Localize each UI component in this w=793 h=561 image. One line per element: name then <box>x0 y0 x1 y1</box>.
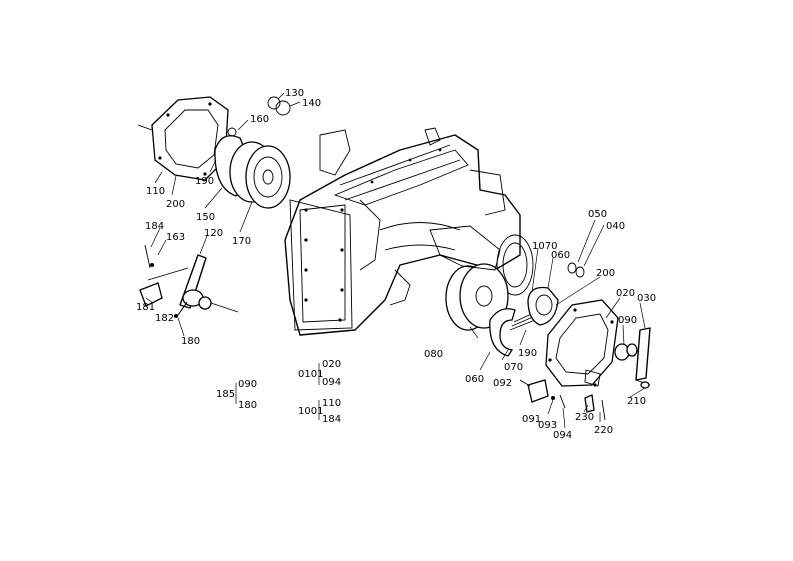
part-labels: 130 140 160 110 200 190 150 170 184 163 … <box>136 88 656 441</box>
label-091: 091 <box>522 414 541 425</box>
label-050: 050 <box>588 209 607 220</box>
label-190-right: 190 <box>518 348 537 359</box>
label-210: 210 <box>627 396 646 407</box>
right-lever-assembly <box>614 327 651 389</box>
label-110: 110 <box>146 186 165 197</box>
label-070-left: 070 <box>504 362 523 373</box>
left-spring-rings <box>227 96 291 137</box>
transmission-housing <box>284 127 534 336</box>
label-120: 120 <box>204 228 223 239</box>
label-230: 230 <box>575 412 594 423</box>
label-094: 094 <box>553 430 572 441</box>
label-060-top: 060 <box>551 250 570 261</box>
label-185-180: 180 <box>238 400 257 411</box>
label-0101: 0101 <box>298 369 323 380</box>
right-bottom-fittings <box>519 379 606 421</box>
right-brake-cover <box>545 299 619 387</box>
label-181: 181 <box>136 302 155 313</box>
right-seal-ring <box>527 286 559 326</box>
label-1001-184: 184 <box>322 414 341 425</box>
label-150: 150 <box>196 212 215 223</box>
label-0101-020: 020 <box>322 359 341 370</box>
label-190-left: 190 <box>195 176 214 187</box>
left-lever-assembly <box>139 244 239 318</box>
label-020: 020 <box>616 288 635 299</box>
label-0101-094: 094 <box>322 377 341 388</box>
label-1001: 1001 <box>298 406 323 417</box>
label-170: 170 <box>232 236 251 247</box>
label-185-090: 090 <box>238 379 257 390</box>
right-brake-shoe <box>489 308 516 357</box>
label-180: 180 <box>181 336 200 347</box>
label-090: 090 <box>618 315 637 326</box>
left-brake-cover <box>137 96 229 181</box>
label-140: 140 <box>302 98 321 109</box>
label-160: 160 <box>250 114 269 125</box>
label-182: 182 <box>155 313 174 324</box>
leader-lines <box>145 92 646 429</box>
label-092: 092 <box>493 378 512 389</box>
label-1070: 1070 <box>532 241 557 252</box>
label-200-left: 200 <box>166 199 185 210</box>
label-1001-110: 110 <box>322 398 341 409</box>
label-093: 093 <box>538 420 557 431</box>
label-130: 130 <box>285 88 304 99</box>
label-184: 184 <box>145 221 164 232</box>
label-080: 080 <box>424 349 443 360</box>
label-060-bottom: 060 <box>465 374 484 385</box>
label-030: 030 <box>637 293 656 304</box>
right-brake-drum <box>429 225 509 331</box>
label-163: 163 <box>166 232 185 243</box>
label-200-right: 200 <box>596 268 615 279</box>
label-040: 040 <box>606 221 625 232</box>
right-o-rings <box>567 262 585 278</box>
label-185: 185 <box>216 389 235 400</box>
left-brake-drum <box>229 141 291 209</box>
label-220: 220 <box>594 425 613 436</box>
